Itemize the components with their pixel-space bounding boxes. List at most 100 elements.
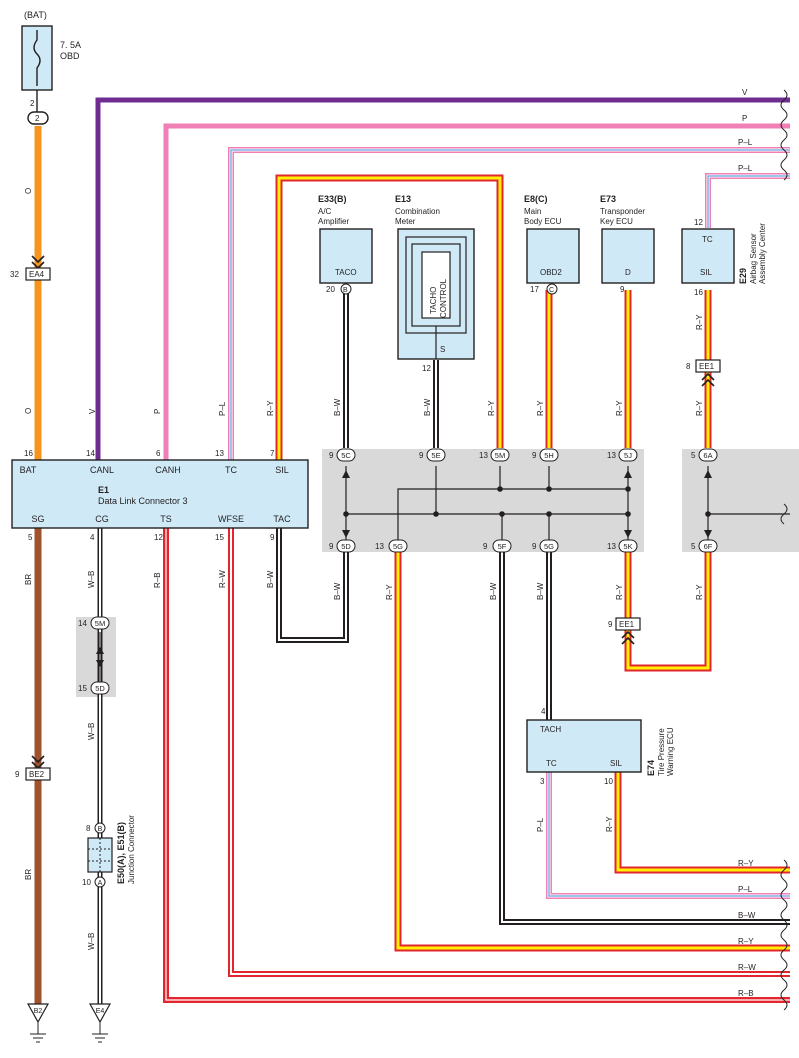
- svg-text:5C: 5C: [341, 451, 351, 460]
- e8-conn: [546, 283, 558, 295]
- svg-text:6F: 6F: [704, 542, 713, 551]
- break-marks: [780, 89, 788, 1011]
- ground-e4-label: E4: [96, 1008, 105, 1015]
- ground-b2: [26, 1003, 50, 1043]
- fuse-amp: 7. 5A: [60, 40, 81, 50]
- svg-text:9: 9: [483, 542, 488, 551]
- e50-conn-bot: A: [98, 880, 103, 887]
- e29-name1: Airbag Sensor: [749, 233, 758, 284]
- junction-top-names: 5C 5E 5M 5H 5J 6A: [341, 451, 712, 460]
- wire-pl-airbag: [705, 173, 790, 228]
- svg-text:B–W: B–W: [738, 911, 756, 920]
- svg-text:CG: CG: [95, 514, 109, 524]
- wire-rb: [163, 528, 790, 1003]
- e13-name2: Meter: [395, 217, 416, 226]
- e29-pin-bot: 16: [694, 288, 703, 297]
- e74-t2: SIL: [610, 759, 623, 768]
- e1-bot-terminals: SG CG TS WFSE TAC: [31, 514, 291, 524]
- wire-pl-e74: [546, 772, 790, 899]
- ground-e4: [88, 1003, 112, 1043]
- svg-text:5H: 5H: [544, 451, 554, 460]
- junction-bot-pills: [336, 539, 718, 553]
- svg-text:5F: 5F: [498, 542, 507, 551]
- e13-inner2: CONTROL: [439, 278, 448, 318]
- junction-bot-pins: 9 13 9 9 13 5: [329, 542, 696, 551]
- e1-bot-pins: 5 4 12 15 9: [28, 533, 275, 542]
- e29-name2: Assembly Center: [758, 223, 767, 284]
- ground-b2-label: B2: [34, 1008, 43, 1015]
- e8-name2: Body ECU: [524, 217, 562, 226]
- ee1-bot-label: EE1: [619, 620, 635, 629]
- svg-text:W–B: W–B: [87, 723, 96, 740]
- svg-text:R–Y: R–Y: [695, 314, 704, 330]
- svg-text:4: 4: [90, 533, 95, 542]
- e74-code: E74: [646, 760, 656, 776]
- e1-top-terminals: BAT CANL CANH TC SIL: [20, 465, 289, 475]
- svg-text:16: 16: [24, 449, 33, 458]
- svg-text:V: V: [88, 408, 97, 414]
- e1-top-pins: 16 14 6 13 7: [24, 449, 275, 458]
- e73-pin: 9: [620, 285, 625, 294]
- svg-text:6: 6: [156, 449, 161, 458]
- svg-text:5M: 5M: [495, 451, 505, 460]
- e74-pin2: 10: [604, 777, 613, 786]
- be2-label: BE2: [29, 770, 45, 779]
- e50-junction-connector: [87, 822, 113, 888]
- connector-be2: [25, 755, 51, 781]
- svg-text:5D: 5D: [341, 542, 351, 551]
- be2-pin: 9: [15, 770, 20, 779]
- e1-box: [11, 459, 309, 529]
- svg-text:B–W: B–W: [536, 582, 545, 600]
- svg-text:W–B: W–B: [87, 571, 96, 588]
- j5m-pin: 14: [78, 619, 87, 628]
- svg-text:R–Y: R–Y: [266, 400, 275, 416]
- junction-top-pins: 9 9 13 9 13 5: [329, 451, 696, 460]
- svg-text:5: 5: [28, 533, 33, 542]
- fuse-conn: 2: [35, 114, 40, 123]
- svg-text:W–B: W–B: [87, 933, 96, 950]
- e8-box: [526, 228, 580, 284]
- e1-name: Data Link Connector 3: [98, 496, 188, 506]
- svg-text:O: O: [24, 408, 33, 414]
- e33-terminal: TACO: [335, 268, 357, 277]
- svg-text:P–L: P–L: [536, 817, 545, 832]
- svg-text:9: 9: [419, 451, 424, 460]
- svg-text:5: 5: [691, 542, 696, 551]
- right-exit-labels: R–Y P–L B–W R–Y R–W R–B: [738, 859, 756, 998]
- svg-text:15: 15: [215, 533, 224, 542]
- svg-text:5J: 5J: [624, 451, 632, 460]
- wire-v: [95, 97, 790, 460]
- bus-label-pl1: P–L: [738, 138, 753, 147]
- svg-text:B–W: B–W: [489, 582, 498, 600]
- svg-text:13: 13: [479, 451, 488, 460]
- e33-box: [319, 228, 373, 284]
- e1-code: E1: [98, 485, 109, 495]
- svg-text:WFSE: WFSE: [218, 514, 244, 524]
- svg-text:5G: 5G: [393, 542, 403, 551]
- svg-text:BAT: BAT: [20, 465, 37, 475]
- svg-text:B–W: B–W: [333, 398, 342, 416]
- e73-code: E73: [600, 194, 616, 204]
- j5d-pin: 15: [78, 684, 87, 693]
- svg-text:CANH: CANH: [155, 465, 181, 475]
- svg-text:5G: 5G: [544, 542, 554, 551]
- e50-name: Junction Connector: [127, 815, 136, 884]
- e8-name1: Main: [524, 207, 541, 216]
- e73-name2: Key ECU: [600, 217, 633, 226]
- wire-rw: [228, 528, 790, 977]
- svg-text:R–Y: R–Y: [615, 400, 624, 416]
- svg-text:BR: BR: [24, 574, 33, 585]
- e73-name1: Transponder: [600, 207, 645, 216]
- e33-code: E33(B): [318, 194, 347, 204]
- e33-conn-label: B: [343, 287, 348, 294]
- svg-text:R–Y: R–Y: [487, 400, 496, 416]
- e50-pin-top: 8: [86, 824, 91, 833]
- e73-terminal: D: [625, 268, 631, 277]
- e33-conn: [340, 283, 352, 295]
- junction-top-pills: [336, 448, 718, 462]
- connector-ee1-top: [695, 359, 721, 387]
- svg-text:R–Y: R–Y: [695, 400, 704, 416]
- svg-text:9: 9: [532, 542, 537, 551]
- svg-text:14: 14: [86, 449, 95, 458]
